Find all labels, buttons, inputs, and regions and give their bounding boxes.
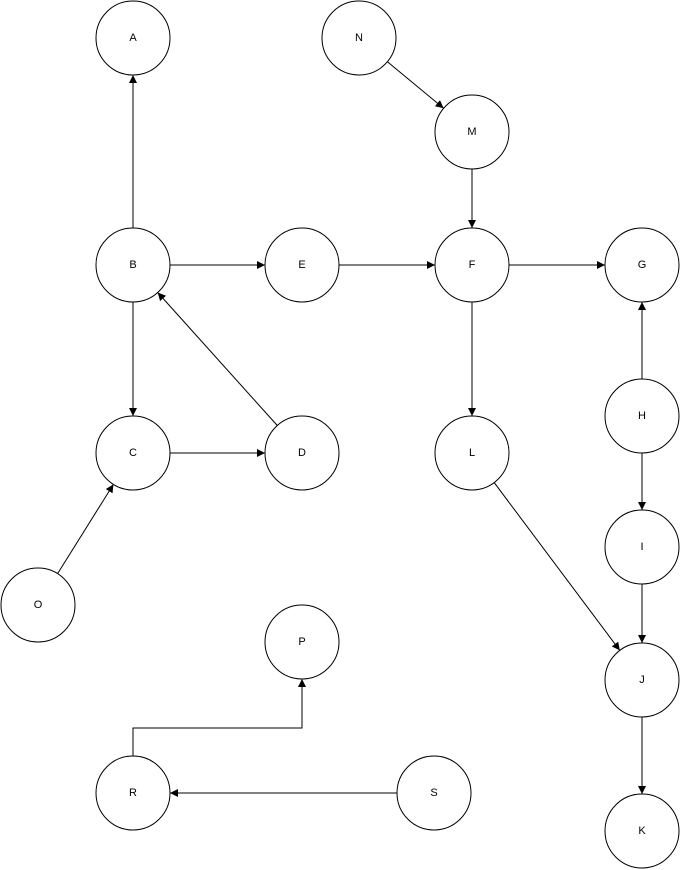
node-circle [264, 604, 340, 680]
node-label: D [298, 447, 306, 459]
node-label: B [129, 259, 136, 271]
edge-d-to-b [157, 292, 278, 426]
node-label: O [34, 599, 43, 611]
node-label: C [129, 447, 137, 459]
node-label: I [640, 541, 643, 553]
node-n: N [321, 0, 397, 76]
node-label: L [469, 447, 475, 459]
edge-o-to-c [57, 484, 114, 574]
node-circle [434, 415, 510, 491]
node-j: J [604, 642, 680, 718]
node-circle [95, 755, 171, 831]
node-g: G [604, 227, 680, 303]
node-p: P [264, 604, 340, 680]
node-label: R [129, 787, 137, 799]
node-o: O [0, 567, 76, 643]
node-label: J [639, 674, 645, 686]
node-a: A [95, 0, 171, 76]
node-circle [0, 567, 76, 643]
node-r: R [95, 755, 171, 831]
node-label: A [129, 32, 137, 44]
edge-l-to-j [493, 482, 621, 651]
node-circle [264, 415, 340, 491]
node-circle [604, 642, 680, 718]
node-label: M [467, 126, 476, 138]
node-label: F [469, 259, 476, 271]
node-circle [95, 227, 171, 303]
node-k: K [604, 793, 680, 869]
edge-r-to-p [132, 679, 306, 756]
node-m: M [434, 94, 510, 170]
node-label: N [355, 32, 363, 44]
node-h: H [604, 378, 680, 454]
node-l: L [434, 415, 510, 491]
node-c: C [95, 415, 171, 491]
node-circle [95, 0, 171, 76]
node-circle [396, 755, 472, 831]
graph-edges [57, 61, 646, 797]
node-i: I [604, 509, 680, 585]
node-circle [434, 94, 510, 170]
node-s: S [396, 755, 472, 831]
node-label: E [298, 259, 305, 271]
node-e: E [264, 227, 340, 303]
node-circle [604, 793, 680, 869]
node-circle [604, 227, 680, 303]
node-circle [434, 227, 510, 303]
node-b: B [95, 227, 171, 303]
edge-n-to-m [387, 61, 444, 109]
node-label: K [638, 825, 646, 837]
node-circle [604, 378, 680, 454]
node-label: H [638, 410, 646, 422]
node-label: G [638, 259, 647, 271]
node-f: F [434, 227, 510, 303]
node-label: S [430, 787, 437, 799]
node-circle [604, 509, 680, 585]
node-label: P [298, 636, 305, 648]
node-circle [95, 415, 171, 491]
node-d: D [264, 415, 340, 491]
node-circle [321, 0, 397, 76]
node-circle [264, 227, 340, 303]
